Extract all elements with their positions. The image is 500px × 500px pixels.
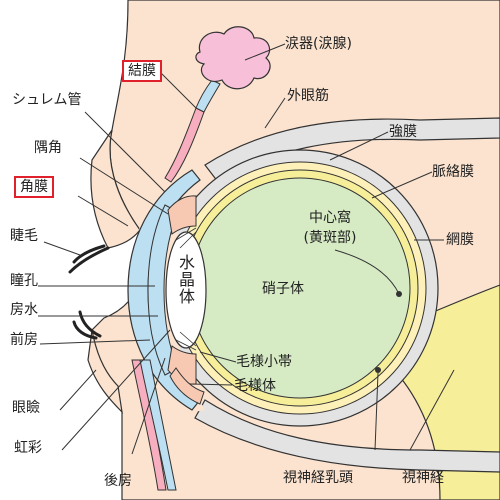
conjunctiva-label: 結膜 [122,60,162,82]
ciliary-body-label: 毛様体 [234,378,276,394]
schlemm-canal-label: シュレム管 [12,92,82,108]
choroid-label: 脈絡膜 [432,164,474,180]
lacrimal-duct [195,79,221,113]
ciliary-zonule-label: 毛様小帯 [236,354,292,370]
eyelid-label: 眼瞼 [12,400,40,416]
vitreous-body-label: 硝子体 [262,281,304,297]
aqueous-humor-label: 房水 [10,302,38,318]
pupil-label: 瞳孔 [10,273,38,289]
lower-eyelash [72,310,102,340]
angle-label: 隅角 [34,140,62,156]
optic-nerve-label: 視神経 [402,470,444,486]
fovea-label-line1: 中心窩 [309,210,351,226]
iris-upper [167,195,197,235]
conjunctiva-upper [164,107,205,183]
sclera-label: 強膜 [389,124,417,140]
lower-eyelid [87,329,123,414]
cornea-label: 角膜 [14,176,54,198]
anterior-chamber-shape [147,204,179,376]
optic-disc-dot [375,367,381,373]
crystalline-lens-label: 水晶体 [176,254,195,305]
lower-muscle [194,399,500,473]
upper-eyelash [68,244,110,274]
leader-lines [38,43,455,455]
retina-label: 網膜 [446,232,474,248]
cornea-lower-ext [139,359,177,491]
lacrimal-gland-label: 涙器(涙腺) [285,36,352,52]
optic-disc-label: 視神経乳頭 [283,470,353,486]
iris-label: 虹彩 [14,440,42,456]
anterior-chamber-label: 前房 [10,332,38,348]
extraocular-muscle-label: 外眼筋 [287,88,329,104]
posterior-chamber-label: 後房 [104,473,132,489]
ciliary-zonule-fibers [175,227,197,351]
eyelash-label: 睫毛 [10,228,38,244]
lens-shape [165,231,207,349]
fovea-label-line2: (黄斑部) [303,230,357,246]
lacrimal-gland-shape [195,26,271,90]
ciliary-lower [169,367,205,405]
